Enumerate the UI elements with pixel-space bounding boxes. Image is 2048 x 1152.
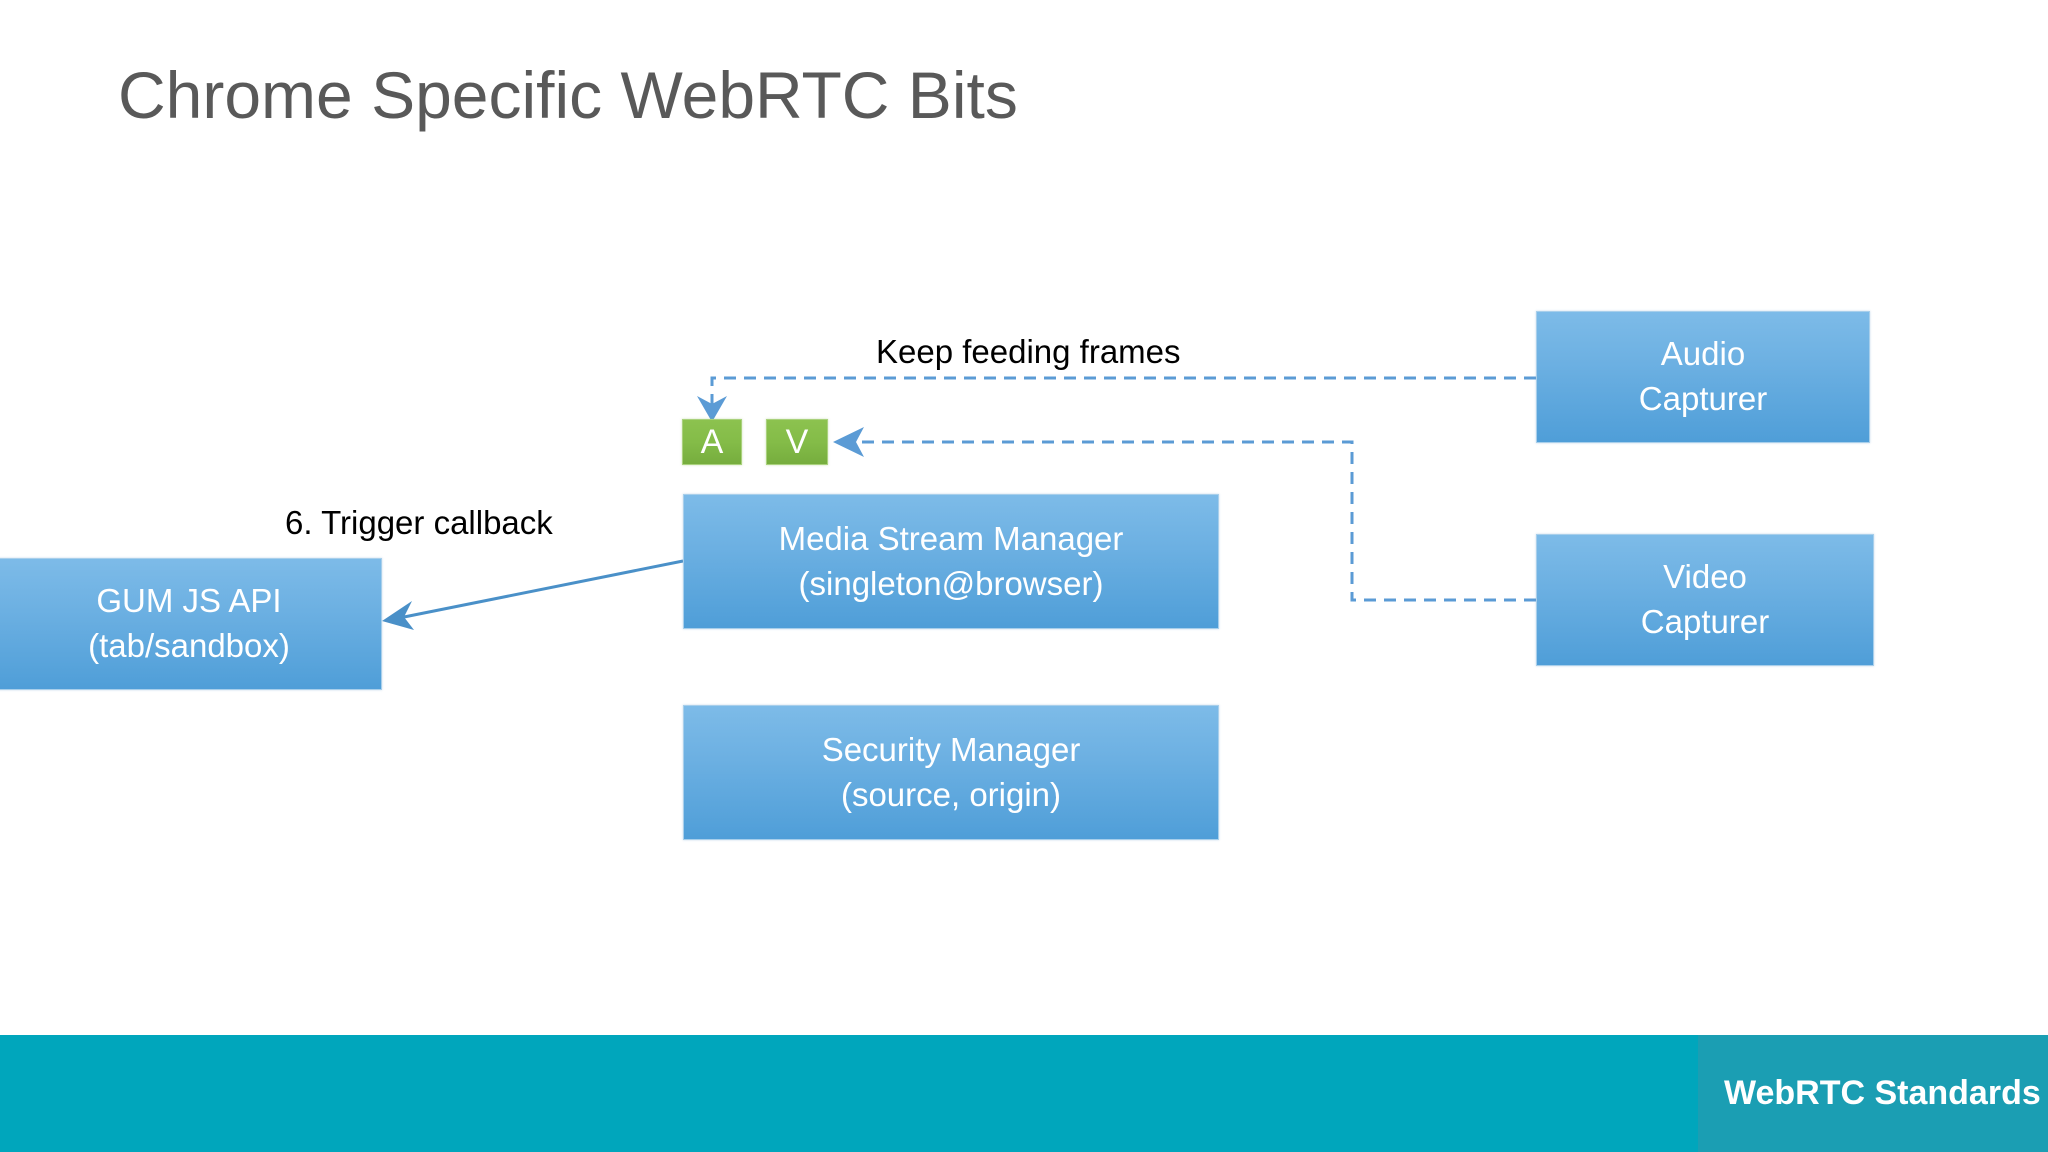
node-gum-js-api[interactable]: GUM JS API (tab/sandbox) (0, 558, 382, 690)
node-video-capturer[interactable]: Video Capturer (1536, 534, 1874, 666)
page-title: Chrome Specific WebRTC Bits (118, 58, 1018, 132)
node-video-capturer-line1: Video (1663, 558, 1747, 596)
node-gum-js-api-line2: (tab/sandbox) (88, 627, 290, 664)
chip-audio-track[interactable]: A (682, 419, 742, 465)
footer-brand-panel: WebRTC Standards (1698, 1035, 2048, 1152)
arrowhead-left-gum (382, 601, 414, 630)
label-keep-feeding-frames: Keep feeding frames (876, 333, 1181, 370)
node-media-stream-manager[interactable]: Media Stream Manager (singleton@browser) (683, 494, 1219, 629)
node-media-stream-manager-line1: Media Stream Manager (778, 519, 1124, 557)
node-media-stream-manager-line2: (singleton@browser) (798, 564, 1104, 602)
node-security-manager-line1: Security Manager (821, 730, 1081, 768)
chip-video-track[interactable]: V (766, 419, 828, 465)
node-security-manager-line2: (source, origin) (840, 775, 1062, 813)
node-audio-capturer-line1: Audio (1660, 335, 1746, 373)
arrowhead-left-video (833, 427, 864, 457)
node-video-capturer-line2: Capturer (1640, 603, 1770, 640)
chip-audio-track-label: A (700, 423, 724, 461)
connector-media-stream-manager-to-gum-js-api (382, 559, 684, 630)
node-audio-capturer-line2: Capturer (1638, 380, 1768, 417)
node-gum-js-api-line1: GUM JS API (96, 582, 282, 620)
node-audio-capturer[interactable]: Audio Capturer (1536, 311, 1870, 443)
footer-brand-text: WebRTC Standards (1724, 1074, 2041, 1112)
label-trigger-callback: 6. Trigger callback (285, 504, 553, 541)
node-security-manager[interactable]: Security Manager (source, origin) (683, 705, 1219, 840)
chip-video-track-label: V (785, 423, 809, 461)
connector-audio-capturer-to-audio-track (697, 376, 1536, 422)
footer-bar: WebRTC Standards (0, 1035, 2048, 1152)
